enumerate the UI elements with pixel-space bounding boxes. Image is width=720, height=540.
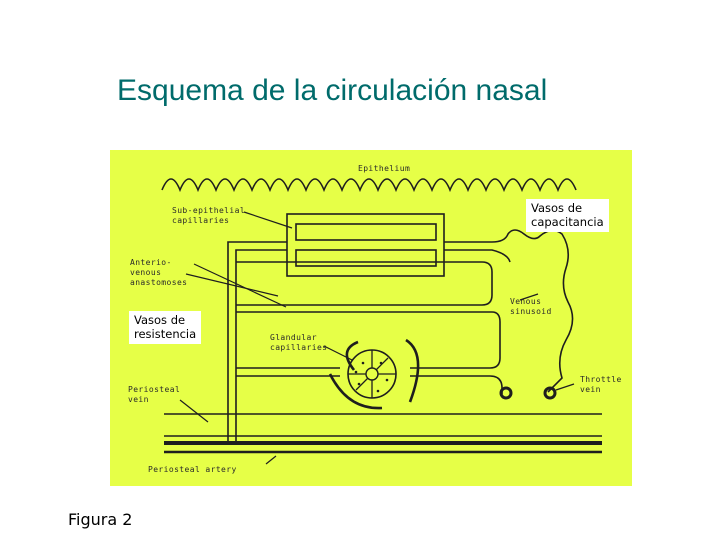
sub-epithelial-capillaries (286, 213, 445, 277)
throttle-vein-label-line2: vein (580, 385, 601, 394)
anastomoses-label-line1: Anterio- (130, 258, 172, 267)
venous-sinusoid-label-line2: sinusoid (510, 307, 552, 316)
capacitance-vessels-callout: Vasos de capacitancia (526, 199, 609, 232)
venous-sinusoid-label-line1: Venous (510, 297, 541, 306)
glandular-capillaries (328, 338, 420, 410)
leader-lines (179, 211, 575, 465)
resistance-vessels-callout: Vasos de resistencia (129, 311, 202, 344)
throttle-vein-label-line1: Throttle (580, 375, 622, 384)
figure-label: Figura 2 (68, 510, 133, 529)
anastomoses-label-line3: anastomoses (130, 278, 187, 287)
periosteal-vein-label-line2: vein (128, 395, 149, 404)
epithelium-label: Epithelium (358, 164, 410, 173)
glandular-label-line1: Glandular (270, 333, 317, 342)
capacitance-callout-line1: Vasos de (531, 201, 583, 215)
slide-title: Esquema de la circulación nasal (117, 74, 548, 107)
sub-epithelial-label-line2: capillaries (172, 216, 229, 225)
anastomoses-label-line2: venous (130, 268, 161, 277)
vessel-network (227, 229, 574, 441)
periosteal-artery-label: Periosteal artery (148, 465, 237, 474)
glandular-label-line2: capillaries (270, 343, 327, 352)
capacitance-callout-line2: capacitancia (531, 215, 604, 229)
periosteal-vein-label-line1: Periosteal (128, 385, 180, 394)
periosteal-vessels (164, 413, 602, 454)
throttle-veins (499, 386, 557, 400)
resistance-callout-line2: resistencia (134, 327, 197, 341)
epithelium-surface (161, 178, 577, 193)
sub-epithelial-label-line1: Sub-epithelial (172, 206, 245, 215)
resistance-callout-line1: Vasos de (134, 313, 186, 327)
